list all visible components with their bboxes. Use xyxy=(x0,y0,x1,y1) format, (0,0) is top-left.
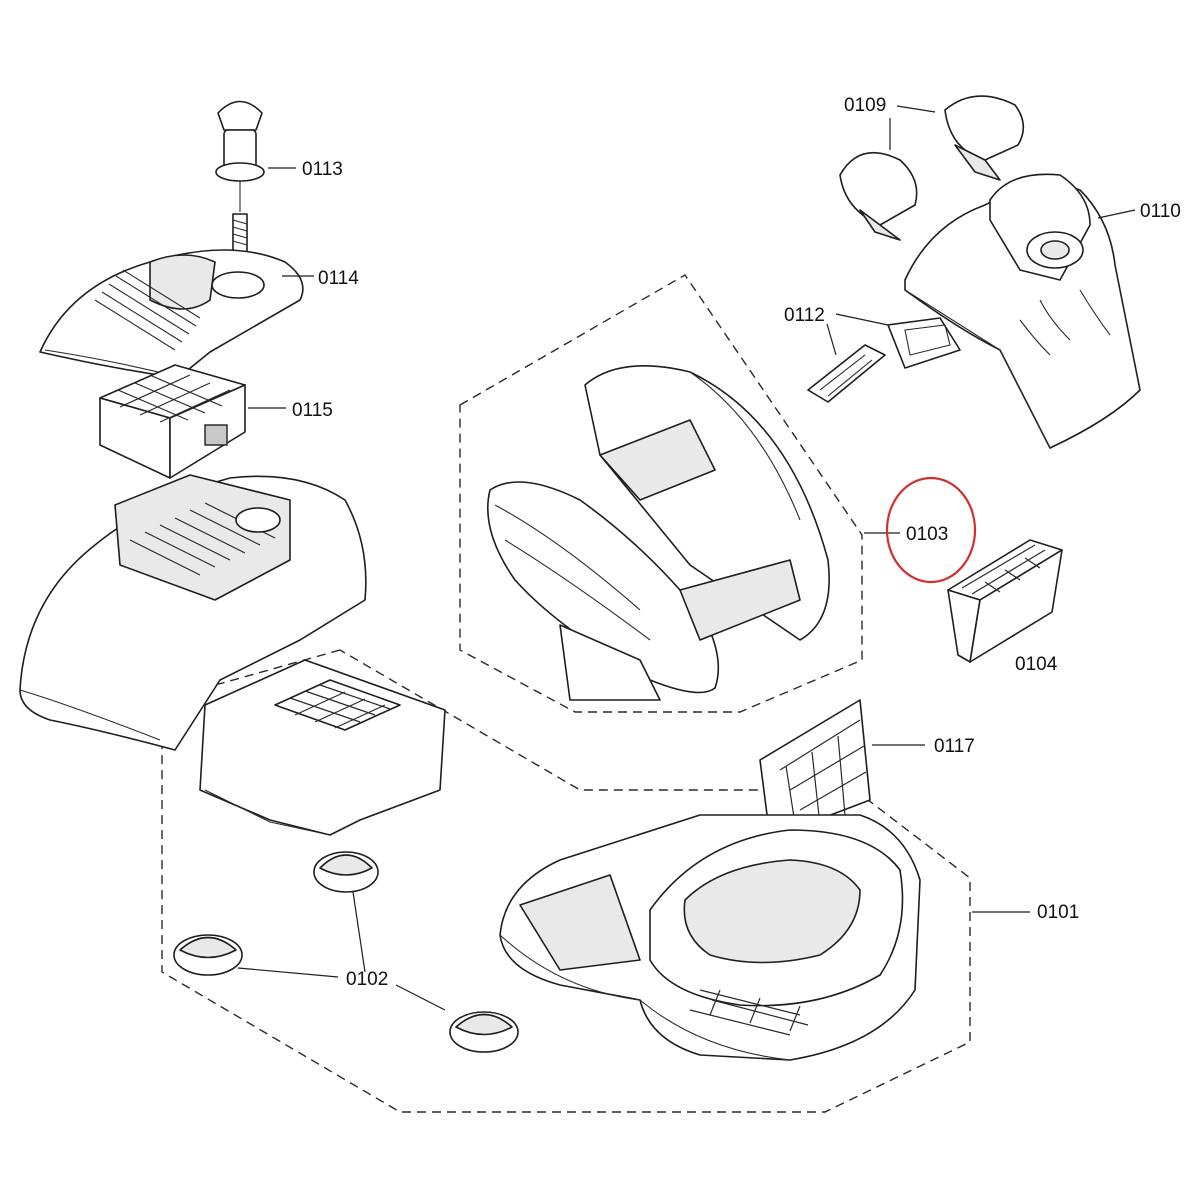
part-upper-housing xyxy=(19,474,367,751)
label-0101: 0101 xyxy=(1037,902,1079,923)
label-0109: 0109 xyxy=(844,95,886,116)
part-0101-base[interactable] xyxy=(499,814,921,1061)
label-0104: 0104 xyxy=(1015,654,1058,675)
part-0109-cap-a[interactable] xyxy=(944,95,1025,181)
label-0117: 0117 xyxy=(934,736,975,757)
part-0103-lid-assembly[interactable] xyxy=(487,365,830,701)
leader-lines xyxy=(237,105,1136,1011)
label-0112: 0112 xyxy=(784,305,825,326)
part-0109-cap-b[interactable] xyxy=(839,151,918,241)
label-0103: 0103 xyxy=(906,524,948,545)
part-0104-filter-frame[interactable] xyxy=(947,539,1063,663)
highlight-circle-0103 xyxy=(885,476,977,584)
part-inner-housing xyxy=(199,659,446,836)
part-0110-rear-cover[interactable] xyxy=(904,173,1141,449)
part-0102-wheel-b[interactable] xyxy=(173,934,243,976)
part-0113-spring xyxy=(232,213,248,253)
label-0113: 0113 xyxy=(302,159,343,180)
label-0115: 0115 xyxy=(292,400,333,421)
part-0112-seal-b[interactable] xyxy=(887,317,961,369)
part-0102-wheel-a[interactable] xyxy=(313,851,379,893)
label-0102: 0102 xyxy=(346,969,388,990)
label-0110: 0110 xyxy=(1140,201,1181,222)
assembly-group-0101-outline xyxy=(161,649,971,1113)
part-0113-knob[interactable] xyxy=(215,100,265,213)
part-0117-grille-flap[interactable] xyxy=(759,699,871,839)
label-0114: 0114 xyxy=(318,268,359,289)
part-0112-seal-a[interactable] xyxy=(807,344,886,403)
part-0102-wheel-c[interactable] xyxy=(449,1011,519,1053)
part-0115-filter-cartridge[interactable] xyxy=(99,364,246,479)
assembly-group-0103-outline xyxy=(459,274,863,713)
part-0114-top-cover[interactable] xyxy=(39,249,304,379)
